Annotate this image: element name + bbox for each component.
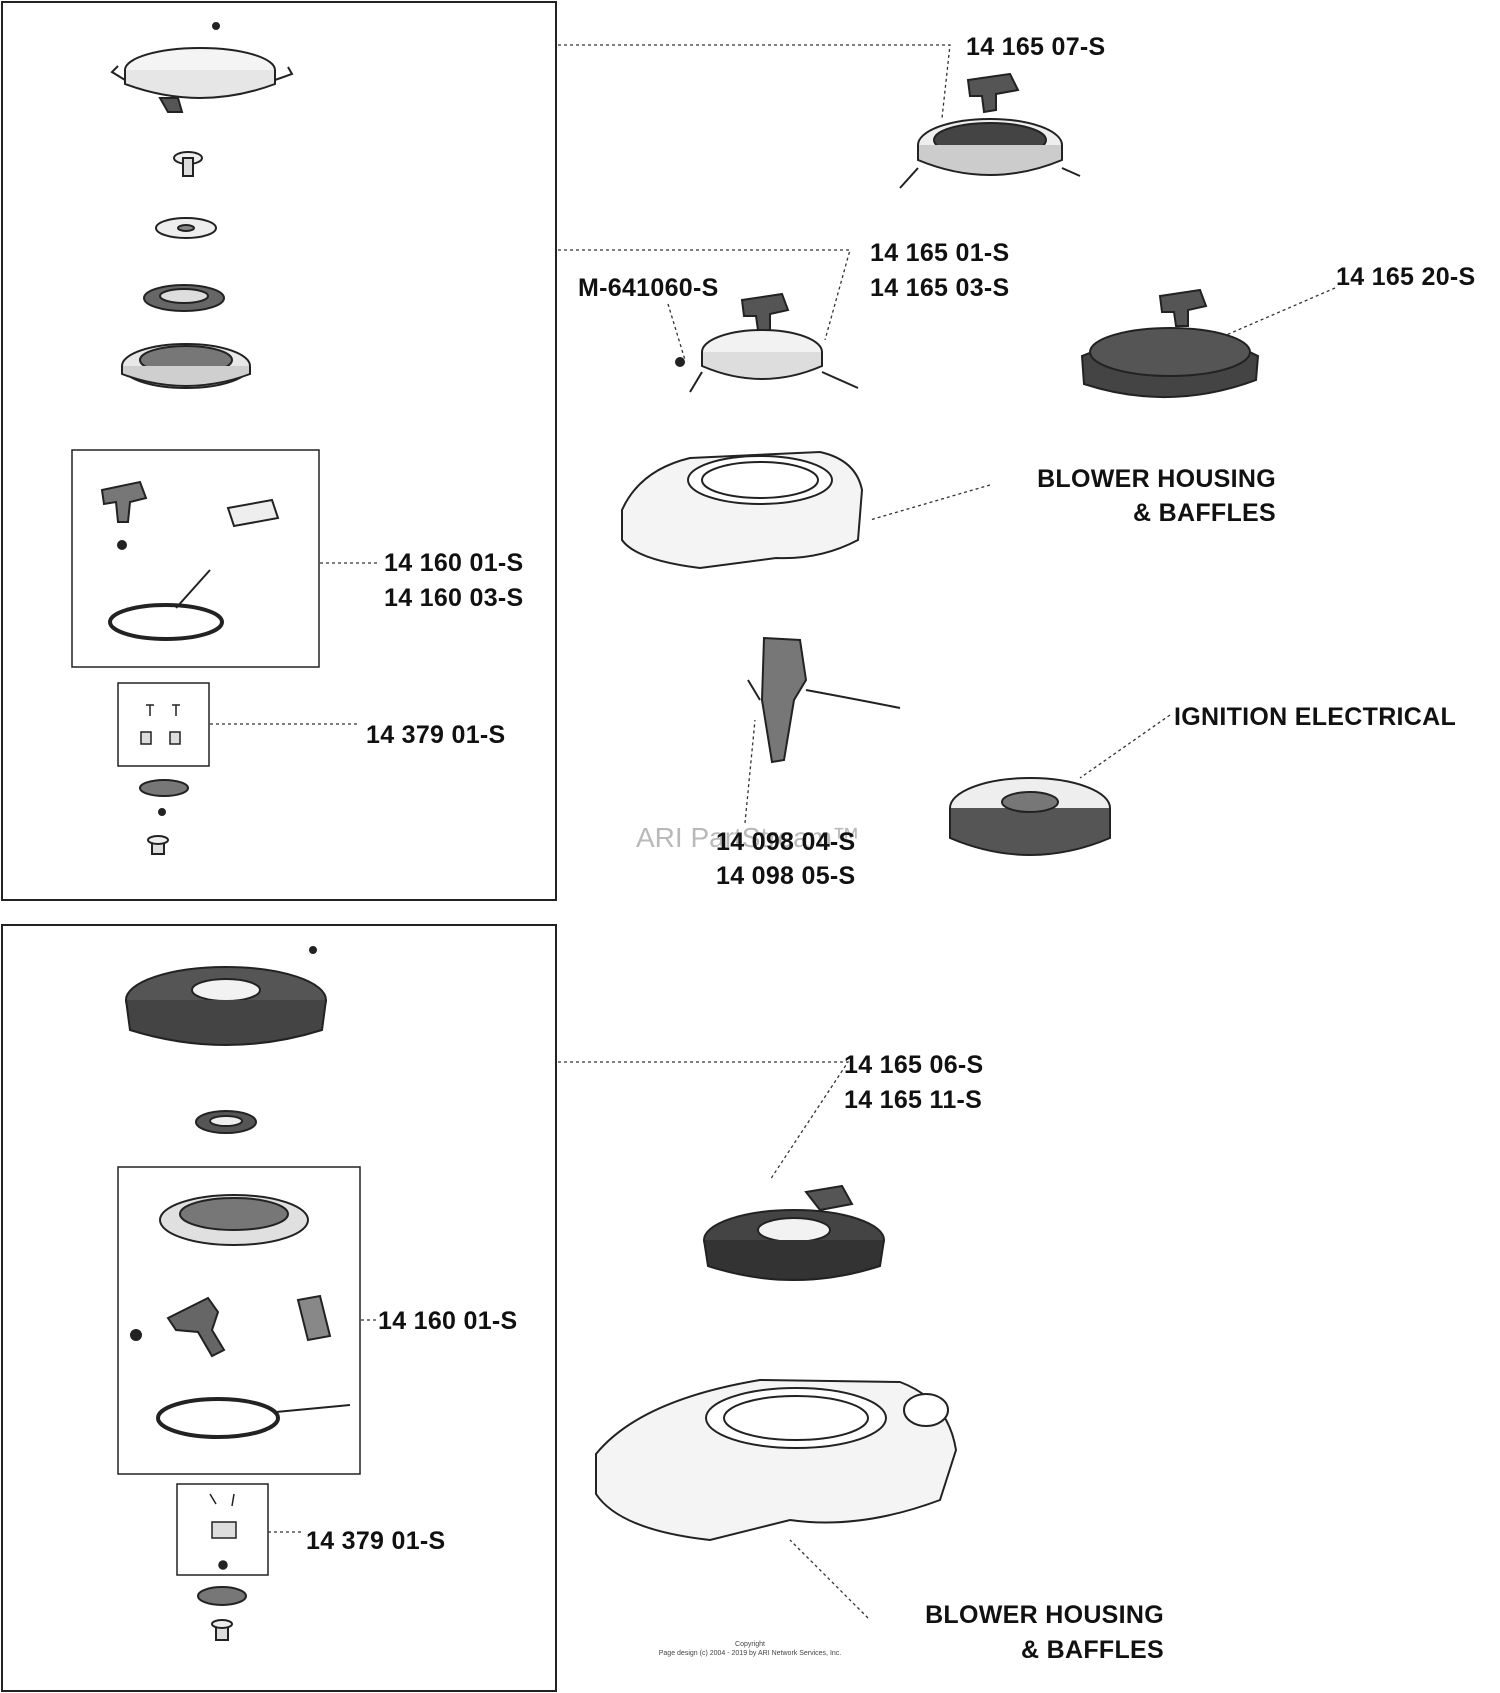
top-stack-parts <box>110 22 294 389</box>
label-m641060: M-641060-S <box>578 274 719 302</box>
label-blower-housing-1-line1: BLOWER HOUSING <box>1037 465 1276 493</box>
bottom-assembly-frame <box>1 924 557 1692</box>
blower-housing-1-drawing <box>621 450 864 570</box>
leader-1416506 <box>558 1061 850 1181</box>
screw-kit-box-bottom <box>176 1483 269 1576</box>
label-blower-housing-2-line2: & BAFFLES <box>1021 1636 1164 1664</box>
label-blower-housing-2-line1: BLOWER HOUSING <box>925 1601 1164 1629</box>
bottom-screw-kit-parts <box>209 1493 237 1570</box>
starter-1416501-drawing <box>675 292 859 393</box>
label-1416506: 14 165 06-S <box>844 1051 984 1079</box>
screw-kit-box-top <box>117 682 210 767</box>
label-1416001-bottom: 14 160 01-S <box>378 1307 518 1335</box>
copyright-line1: Copyright <box>735 1641 765 1648</box>
top-stack-lower-parts <box>139 779 189 855</box>
label-1437901-bottom: 14 379 01-S <box>306 1527 446 1555</box>
bottom-stack-lower-parts <box>197 1586 247 1641</box>
leader-1416507 <box>558 44 951 119</box>
leader-1409804 <box>744 719 756 824</box>
bottom-rope-kit-parts <box>130 1194 351 1439</box>
leader-1416501 <box>558 249 851 341</box>
leader-ignition <box>1079 714 1171 779</box>
bottom-stack-parts <box>125 946 327 1134</box>
rope-kit-box-bottom <box>117 1166 361 1475</box>
label-1416511: 14 165 11-S <box>844 1086 983 1114</box>
leader-blower1 <box>869 484 991 521</box>
starter-1416507-drawing <box>899 72 1081 189</box>
top-rope-kit-parts <box>100 480 280 641</box>
starter-1416506-drawing <box>703 1184 885 1281</box>
ignition-coil-drawing <box>747 636 901 764</box>
leader-m641060 <box>667 303 686 361</box>
label-1409805: 14 098 05-S <box>716 862 856 890</box>
copyright-line2: Page design (c) 2004 - 2019 by ARI Netwo… <box>658 1650 842 1657</box>
leader-blower2 <box>789 1539 869 1619</box>
starter-1416520-drawing <box>1080 288 1260 398</box>
top-assembly-frame <box>1 1 557 901</box>
copyright-notice: Copyright Page design (c) 2004 - 2019 by… <box>610 1640 890 1658</box>
label-blower-housing-1-line2: & BAFFLES <box>1133 499 1276 527</box>
rope-kit-box-top <box>71 449 320 668</box>
label-1409804: 14 098 04-S <box>716 828 856 856</box>
label-1437901-top: 14 379 01-S <box>366 721 506 749</box>
blower-housing-2-drawing <box>595 1378 958 1542</box>
watermark: ARI PartStream™ <box>636 822 861 853</box>
label-ignition-electrical: IGNITION ELECTRICAL <box>1174 703 1457 731</box>
label-1416507: 14 165 07-S <box>966 33 1106 61</box>
flywheel-drawing <box>949 777 1111 856</box>
label-1416501: 14 165 01-S <box>870 239 1010 267</box>
label-1416003: 14 160 03-S <box>384 584 524 612</box>
top-screw-kit-parts <box>140 704 181 745</box>
label-1416520: 14 165 20-S <box>1336 263 1476 291</box>
label-1416503: 14 165 03-S <box>870 274 1010 302</box>
label-1416001-top: 14 160 01-S <box>384 549 524 577</box>
